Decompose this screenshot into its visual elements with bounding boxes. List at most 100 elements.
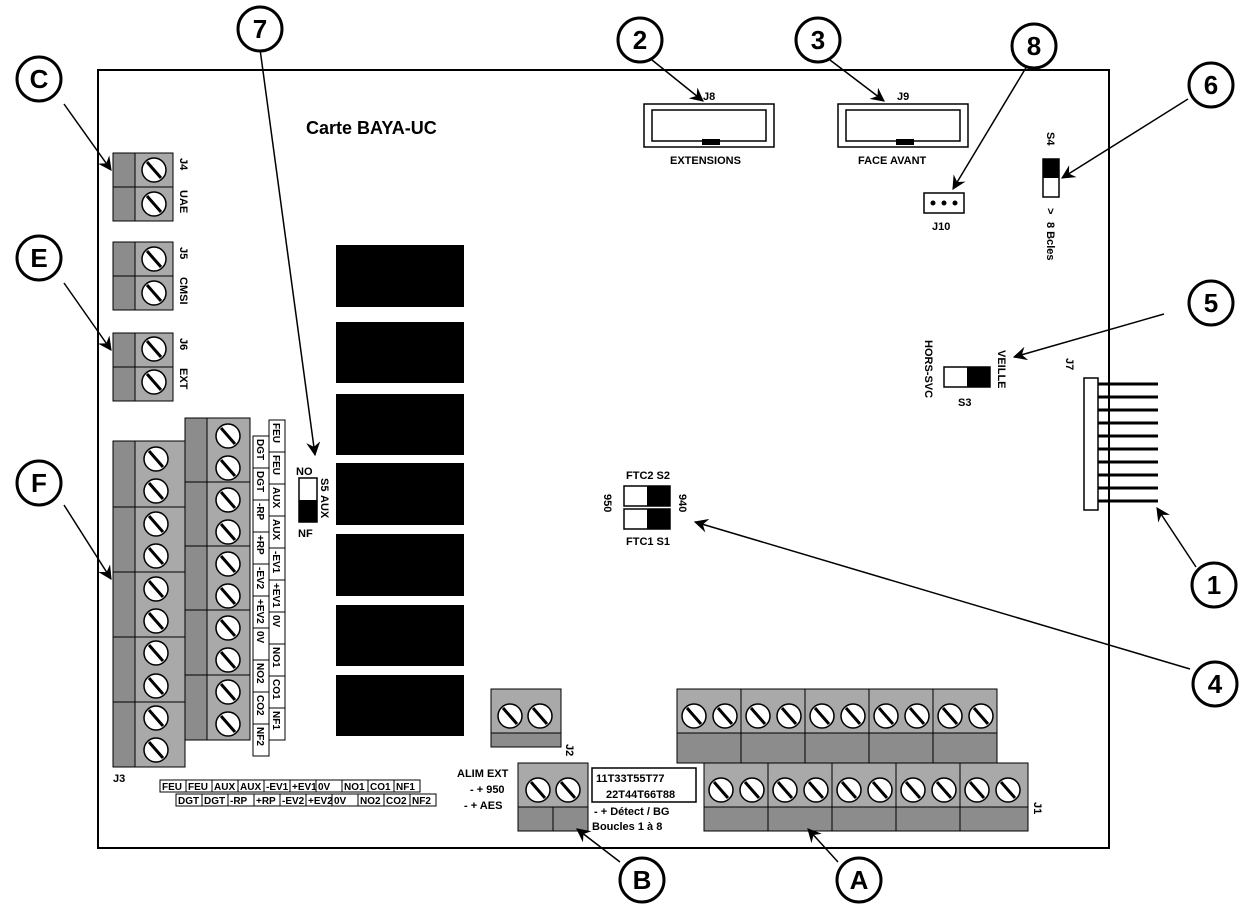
svg-text:J9: J9 [897, 91, 909, 103]
j3-hlabel-b-2: -RP [230, 796, 248, 807]
connector-j10: J10 [923, 192, 965, 233]
j3-vlabel-a-9: NF1 [270, 711, 281, 730]
callout-circle-c7 [236, 5, 284, 53]
switch-s3: S3 HORS-SVC VEILLE [922, 340, 1007, 409]
terminal-j4: J4 UAE [112, 152, 189, 222]
board-title: Carte BAYA-UC [306, 118, 437, 138]
svg-text:S4: S4 [1044, 132, 1056, 146]
j3-hlabel-b-7: NO2 [360, 796, 381, 807]
j3-hlabel-b-6: 0V [334, 796, 347, 807]
callout-circle-cC [15, 55, 63, 103]
svg-text:AUX: AUX [318, 495, 330, 519]
svg-text:J3: J3 [113, 773, 125, 785]
svg-text:EXTENSIONS: EXTENSIONS [670, 155, 741, 167]
callout-circle-c3 [794, 16, 842, 64]
callout-circle-cA [835, 856, 883, 904]
j3-vlabel-b-4: -EV2 [254, 567, 265, 590]
j3-hlabel-b-3: +RP [256, 796, 276, 807]
svg-text:FTC1 S1: FTC1 S1 [626, 536, 670, 548]
callout-label-cC: C [30, 64, 49, 94]
svg-text:22T44T66T88: 22T44T66T88 [606, 789, 675, 801]
svg-text:>: > [1044, 208, 1056, 214]
svg-text:J5: J5 [177, 247, 189, 259]
connector-j9: J9 FACE AVANT [837, 91, 969, 167]
callout-label-c2: 2 [633, 25, 647, 55]
callout-label-c5: 5 [1204, 288, 1218, 318]
svg-text:- + AES: - + AES [464, 800, 502, 812]
j3-hlabel-b-4: -EV2 [282, 796, 305, 807]
j3-vlabel-b-5: +EV2 [254, 599, 265, 624]
callout-label-cA: A [850, 865, 869, 895]
callout-circle-c8 [1010, 22, 1058, 70]
j3-vlabel-b-1: DGT [254, 471, 265, 492]
terminal-j1: J1 [676, 688, 1043, 832]
svg-text:UAE: UAE [177, 190, 189, 213]
callout-label-c1: 1 [1207, 570, 1221, 600]
j3-vlabel-a-5: +EV1 [270, 583, 281, 608]
switch-s2-s1: FTC2 S2 FTC1 S1 950 940 [601, 470, 688, 548]
callout-label-c8: 8 [1027, 31, 1041, 61]
j3-hlabel-b-0: DGT [178, 796, 199, 807]
svg-text:11T33T55T77: 11T33T55T77 [596, 773, 665, 785]
svg-text:NF: NF [298, 528, 313, 540]
j3-vlabel-b-0: DGT [254, 439, 265, 460]
j3-vlabel-b-7: NO2 [254, 663, 265, 684]
svg-text:- + 950: - + 950 [470, 784, 505, 796]
j3-hlabel-a-1: FEU [188, 782, 208, 793]
j3-hlabel-b-1: DGT [204, 796, 225, 807]
j3-vlabel-a-7: NO1 [270, 647, 281, 668]
svg-text:J2: J2 [563, 744, 575, 756]
svg-text:8 Bcles: 8 Bcles [1044, 222, 1056, 261]
callout-circle-cF [15, 459, 63, 507]
callout-label-c4: 4 [1208, 669, 1223, 699]
j3-vlabel-a-3: AUX [270, 519, 281, 540]
j3-vertical-labels: FEUFEUAUXAUX-EV1+EV10VNO1CO1NF1DGTDGT-RP… [252, 419, 286, 757]
callout-label-cE: E [30, 243, 47, 273]
j3-hlabel-a-2: AUX [214, 782, 235, 793]
callout-label-cB: B [633, 865, 652, 895]
callout-circle-c5 [1187, 279, 1235, 327]
terminal-j5: J5 CMSI [112, 241, 189, 311]
svg-text:FACE AVANT: FACE AVANT [858, 155, 927, 167]
svg-text:CMSI: CMSI [177, 277, 189, 305]
switch-s4: S4 > 8 Bcles [1042, 132, 1060, 261]
loop-label-box: 11T33T55T77 22T44T66T88 - + Détect / BG … [591, 767, 697, 833]
svg-text:J7: J7 [1063, 358, 1075, 370]
callout-circle-c4 [1191, 660, 1239, 708]
callout-circle-cB [618, 856, 666, 904]
svg-text:J1: J1 [1031, 802, 1043, 814]
j3-hlabel-a-0: FEU [162, 782, 182, 793]
svg-text:Boucles 1 à 8: Boucles 1 à 8 [592, 821, 662, 833]
j3-vlabel-b-3: +RP [254, 535, 265, 555]
j3-vlabel-a-2: AUX [270, 487, 281, 508]
j3-hlabel-a-8: CO1 [370, 782, 391, 793]
j3-vlabel-b-8: CO2 [254, 695, 265, 716]
j3-hlabel-a-5: +EV1 [292, 782, 317, 793]
j3-vlabel-a-0: FEU [270, 423, 281, 443]
callout-label-cF: F [31, 468, 47, 498]
j3-hlabel-b-9: NF2 [412, 796, 431, 807]
callout-label-c6: 6 [1204, 70, 1218, 100]
callout-circle-c2 [616, 16, 664, 64]
svg-text:J6: J6 [177, 338, 189, 350]
j3-vlabel-b-6: 0V [254, 631, 265, 644]
j3-hlabel-a-7: NO1 [344, 782, 365, 793]
j3-vlabel-b-2: -RP [254, 503, 265, 521]
switch-s5: NO NF S5 AUX [296, 466, 330, 540]
connector-j7: J7 [1063, 358, 1158, 511]
j3-hlabel-b-5: +EV2 [308, 796, 333, 807]
svg-text:J8: J8 [703, 91, 715, 103]
svg-text:J10: J10 [932, 221, 950, 233]
svg-text:S3: S3 [958, 397, 971, 409]
connector-j8: J8 EXTENSIONS [643, 91, 775, 167]
j3-hlabel-a-4: -EV1 [266, 782, 289, 793]
svg-text:HORS-SVC: HORS-SVC [922, 340, 934, 398]
svg-text:J4: J4 [177, 158, 189, 171]
j3-vlabel-a-8: CO1 [270, 679, 281, 700]
callout-circle-c6 [1187, 61, 1235, 109]
callout-circle-c1 [1190, 561, 1238, 609]
j3-vlabel-a-4: -EV1 [270, 551, 281, 574]
